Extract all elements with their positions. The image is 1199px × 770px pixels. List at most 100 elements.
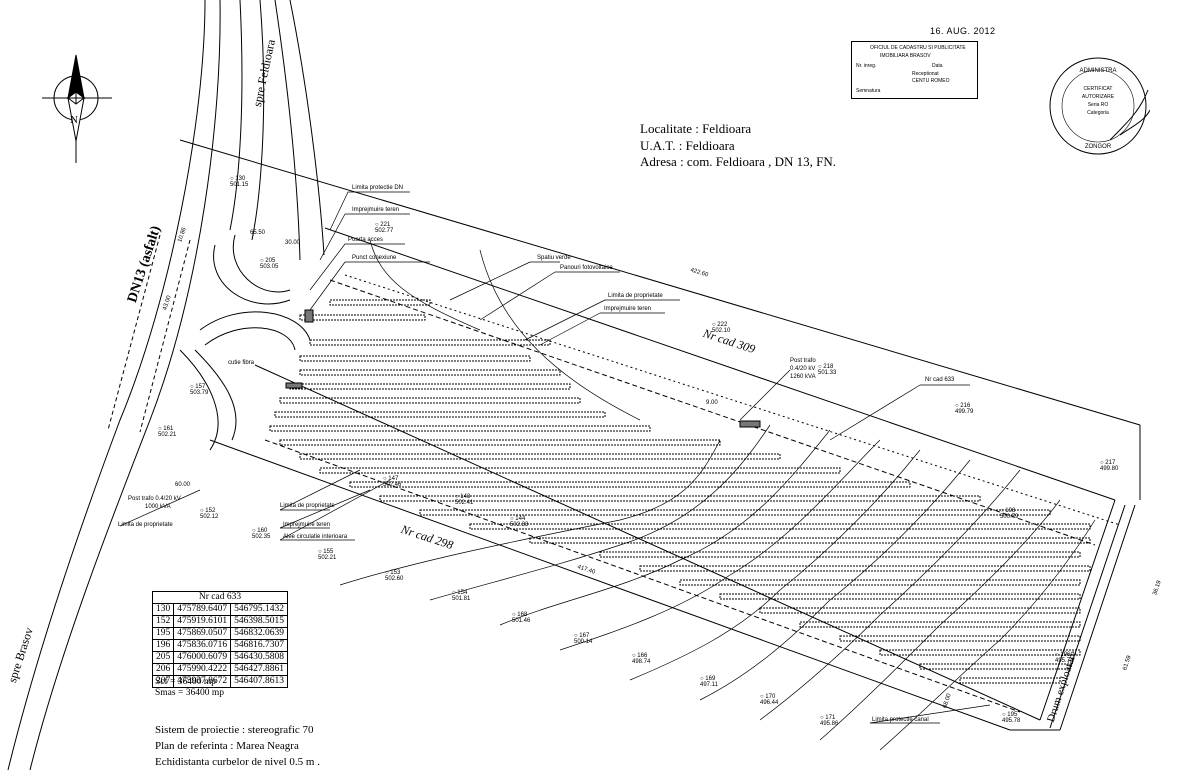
point-id: ○ 222 (712, 322, 728, 328)
stamp-line: OFICIUL DE CADASTRU SI PUBLICITATE (870, 45, 966, 51)
panel-row (839, 635, 1081, 642)
point-elevation: 502.77 (375, 228, 394, 234)
dn13-road (7, 0, 325, 770)
callout-label: Spatiu verde (537, 255, 571, 261)
seal-text: Categoria (1087, 110, 1109, 116)
dimension-label: 65.50 (250, 230, 266, 236)
point-id: ○ 153 (385, 570, 401, 576)
panel-row (719, 593, 1081, 600)
stamp-line: Data (932, 63, 943, 69)
point-elevation: 503.05 (260, 264, 279, 270)
stamp-line: CENTU ROMEO (912, 78, 950, 84)
point-elevation: 496.44 (760, 700, 779, 706)
point-id: ○ 218 (818, 364, 834, 370)
seal-text: ADMINISTRA (1079, 68, 1116, 74)
panel-row (279, 439, 721, 446)
panel-row (759, 607, 1081, 614)
dimension-label: 9.00 (706, 400, 718, 406)
point-id: ○ 160 (252, 528, 268, 534)
panel-row (309, 339, 551, 346)
address-label: Adresa : com. Feldioara , DN 13, FN. (640, 154, 837, 169)
point-elevation: 498.74 (632, 659, 651, 665)
receipt-stamp: OFICIUL DE CADASTRU SI PUBLICITATE IMOBI… (851, 41, 978, 99)
callout-label: 0.4/20 kV (790, 366, 816, 372)
point-id: ○ 170 (760, 694, 776, 700)
projection-system: Sistem de proiectie : stereografic 70 (155, 724, 314, 736)
callout-label: Limita protectie DN (352, 185, 404, 191)
seal-text: ZONGOR (1085, 144, 1112, 150)
point-elevation: 501.15 (230, 182, 249, 188)
callout-label: Poarta acces (348, 237, 384, 243)
panel-row (299, 369, 561, 376)
contour-interval: Echidistanta curbelor de nivel 0.5 m . (155, 756, 320, 768)
panel-row (299, 355, 531, 362)
point-elevation: 500.14 (574, 639, 593, 645)
north-arrow-icon: N (42, 54, 112, 163)
uat-label: U.A.T. : Feldioara (640, 138, 735, 153)
access-curves (179, 234, 311, 451)
panel-row (879, 649, 1081, 656)
point-elevation: 502.33 (510, 522, 529, 528)
panel-row (599, 551, 1081, 558)
point-elevation: 502.41 (455, 500, 474, 506)
panel-row (274, 411, 606, 418)
stamp-line: Nr. inreg. (856, 63, 877, 69)
stamp-date: 16. AUG. 2012 (930, 26, 996, 36)
point-id: ○ 166 (632, 653, 648, 659)
smas-area: Smas = 36400 mp (155, 688, 224, 698)
panel-row (919, 663, 1071, 670)
transformer-stations (285, 309, 761, 428)
point-elevation: 501.33 (818, 370, 837, 376)
point-id: ○ 168 (512, 612, 528, 618)
callout-leaders (119, 191, 991, 724)
point-elevation: 502.21 (158, 432, 177, 438)
panel-row (639, 565, 1091, 572)
point-elevation: 497.11 (700, 682, 718, 688)
callout-label: Nr cad 633 (925, 377, 955, 383)
point-elevation: 495.78 (1002, 718, 1021, 724)
callout-label: Panouri fotovoltaice (560, 265, 613, 271)
panel-row (379, 495, 981, 502)
panel-row (269, 425, 651, 432)
scf-area: Scf = 36400 mp (155, 677, 217, 687)
point-id: ○ 143 (455, 494, 471, 500)
stamp-line: IMOBILIARA BRASOV (880, 53, 931, 59)
property-boundary (179, 139, 1141, 731)
point-elevation: 502.46 (383, 482, 402, 488)
point-id: ○ 152 (200, 508, 216, 514)
callout-label: Post trafo 0.4/20 kV (128, 496, 181, 502)
point-elevation: 502.60 (385, 576, 404, 582)
point-elevation: 501.81 (452, 596, 471, 602)
point-elevation: 500.79 (1000, 514, 1019, 520)
panel-row (329, 299, 431, 306)
callout-label: 1000 kVA (145, 504, 171, 510)
callout-label: Punct conexiune (352, 255, 397, 261)
point-id: ○ 217 (1100, 460, 1116, 466)
point-id: ○ 196 (1055, 652, 1071, 658)
point-elevation: 502.10 (712, 328, 731, 334)
coordinate-table-title: Nr cad 633 (152, 591, 288, 604)
stamp-line: Receptionat (912, 71, 939, 77)
callout-label: Alee circulatie interioara (283, 534, 348, 540)
point-id: ○ 169 (700, 676, 716, 682)
callout-label: Limita protectie canal (872, 717, 929, 723)
point-id: ○ 205 (260, 258, 276, 264)
